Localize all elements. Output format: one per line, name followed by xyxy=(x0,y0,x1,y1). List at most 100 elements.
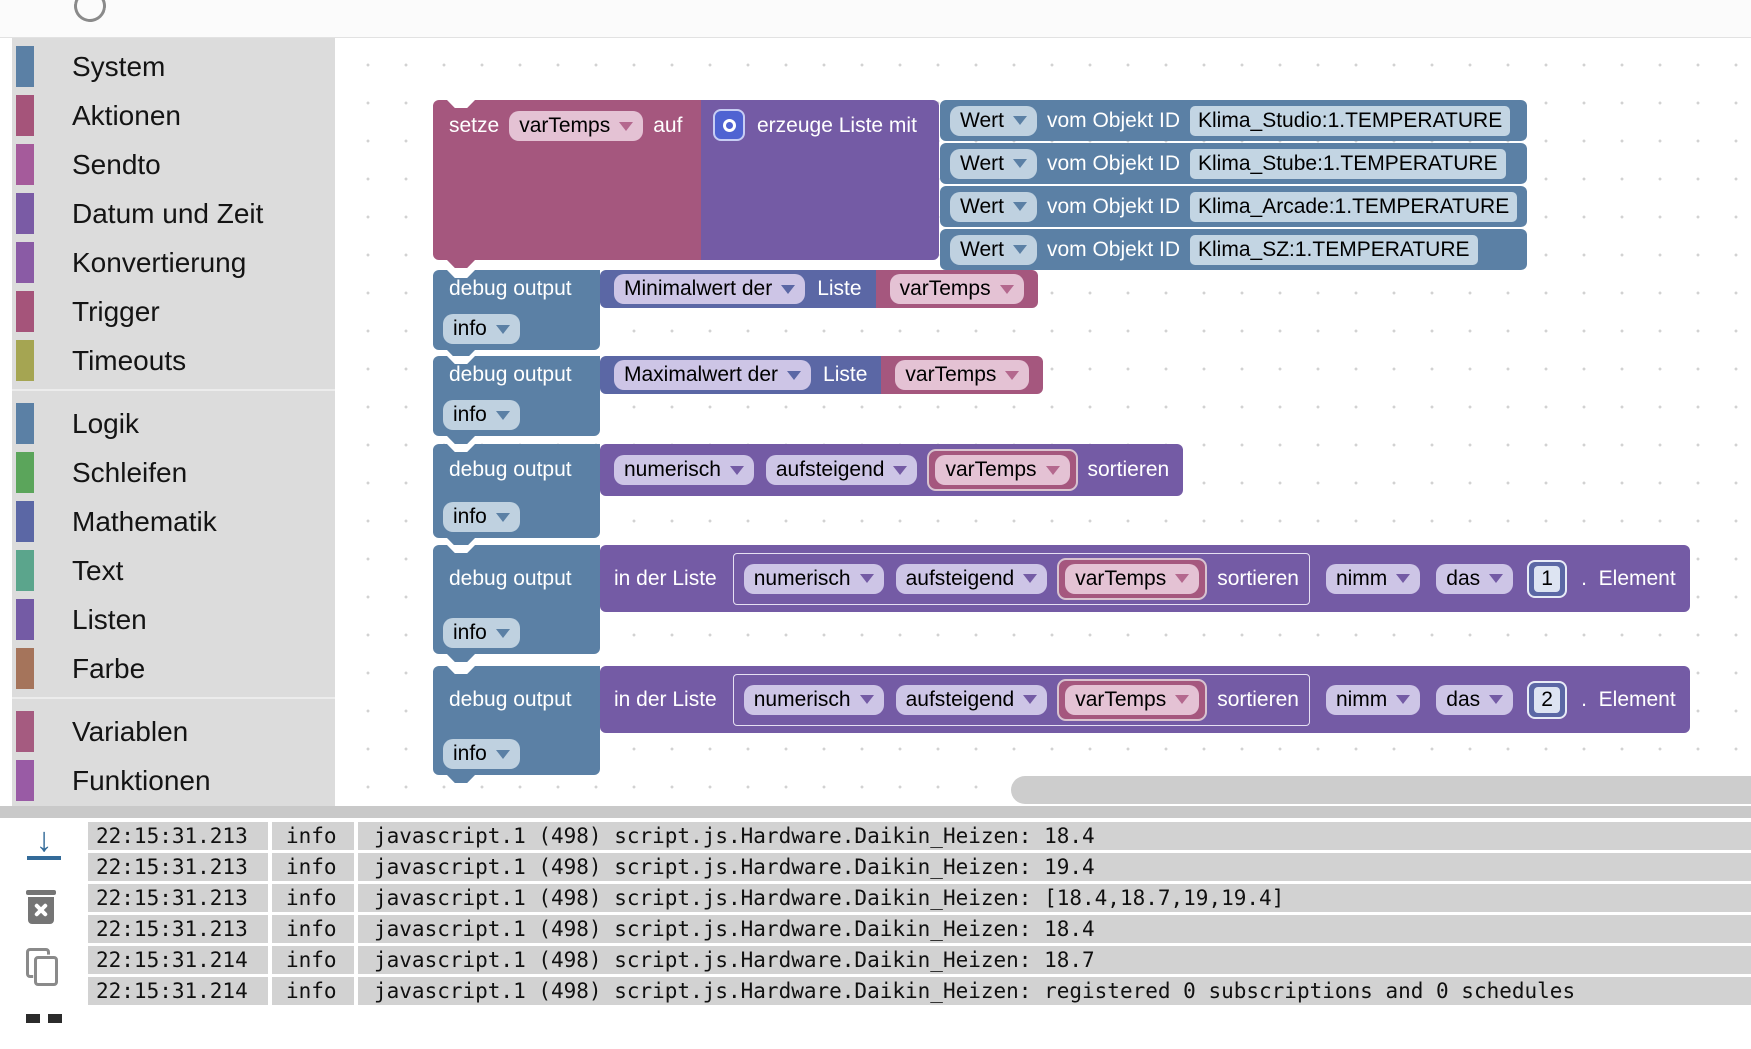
get-value-block[interactable]: Wert vom Objekt ID Klima_SZ:1.TEMPERATUR… xyxy=(940,229,1528,270)
get-value-block[interactable]: Wert vom Objekt ID Klima_Arcade:1.TEMPER… xyxy=(940,186,1528,227)
sort-direction-dropdown[interactable]: aufsteigend xyxy=(765,455,918,485)
download-log-button[interactable]: ↓ xyxy=(26,823,62,860)
toolbox-item-aktionen[interactable]: Aktionen xyxy=(16,95,335,136)
list-get-index-block[interactable]: in der Liste numerisch aufsteigend varTe… xyxy=(600,545,1690,612)
object-id-field[interactable]: Klima_Studio:1.TEMPERATURE xyxy=(1190,105,1511,136)
toolbox-item-text[interactable]: Text xyxy=(16,550,335,591)
toolbox-item-konvertierung[interactable]: Konvertierung xyxy=(16,242,335,283)
object-id-field[interactable]: Klima_SZ:1.TEMPERATURE xyxy=(1190,234,1478,265)
toolbox-item-schleifen[interactable]: Schleifen xyxy=(16,452,335,493)
variable-dropdown[interactable]: varTemps xyxy=(935,455,1070,485)
number-field[interactable]: 2 xyxy=(1534,686,1561,713)
horizontal-scrollbar[interactable] xyxy=(1011,776,1751,804)
list-sort-block[interactable]: numerisch aufsteigend varTemps sortieren xyxy=(732,552,1310,605)
aggregate-dropdown[interactable]: Minimalwert der xyxy=(614,274,806,304)
blockly-toolbox: System Aktionen Sendto Datum und Zeit Ko… xyxy=(12,38,335,810)
wert-dropdown[interactable]: Wert xyxy=(950,234,1037,265)
take-dropdown[interactable]: nimm xyxy=(1325,563,1421,594)
debug-output-label-box[interactable]: debug output xyxy=(433,545,600,612)
sort-direction-dropdown[interactable]: aufsteigend xyxy=(895,563,1048,594)
list-get-index-block[interactable]: in der Liste numerisch aufsteigend varTe… xyxy=(600,666,1690,733)
debug-output-label-box[interactable]: debug output xyxy=(433,270,600,308)
aggregate-dropdown[interactable]: Maximalwert der xyxy=(614,360,812,390)
toolbox-item-datum-und-zeit[interactable]: Datum und Zeit xyxy=(16,193,335,234)
number-block[interactable]: 2 xyxy=(1527,680,1568,719)
variable-get-block[interactable]: varTemps xyxy=(881,356,1044,394)
ordinal-dropdown[interactable]: das xyxy=(1436,684,1514,715)
debug-output-label-box[interactable]: debug output xyxy=(433,444,600,496)
toolbox-item-variablen[interactable]: Variablen xyxy=(16,711,335,752)
category-label: Sendto xyxy=(72,148,161,180)
wert-dropdown[interactable]: Wert xyxy=(950,148,1037,179)
list-aggregate-block[interactable]: Maximalwert der Liste xyxy=(600,356,882,394)
get-value-block[interactable]: Wert vom Objekt ID Klima_Studio:1.TEMPER… xyxy=(940,100,1528,141)
number-block[interactable]: 1 xyxy=(1527,559,1568,598)
object-id-field[interactable]: Klima_Stube:1.TEMPERATURE xyxy=(1190,148,1506,179)
variable-dropdown[interactable]: varTemps xyxy=(895,360,1030,390)
set-variable-block[interactable]: setze varTemps auf erzeuge Liste mit Wer… xyxy=(433,100,1528,270)
variable-get-block[interactable]: varTemps xyxy=(1057,557,1208,600)
debug-output-block[interactable]: debug output in der Liste numerisch aufs… xyxy=(433,545,1690,662)
toolbox-item-farbe[interactable]: Farbe xyxy=(16,648,335,689)
variable-name: varTemps xyxy=(899,277,991,300)
sort-type-dropdown[interactable]: numerisch xyxy=(743,684,884,715)
debug-level-row[interactable]: info xyxy=(433,733,600,783)
clear-log-button[interactable] xyxy=(26,890,56,926)
log-level-dropdown[interactable]: info xyxy=(443,502,520,532)
toolbox-item-timeouts[interactable]: Timeouts xyxy=(16,340,335,381)
sort-direction-dropdown[interactable]: aufsteigend xyxy=(895,684,1048,715)
debug-level-row[interactable]: info xyxy=(433,308,600,358)
log-level-dropdown[interactable]: info xyxy=(443,314,520,344)
variable-dropdown[interactable]: varTemps xyxy=(509,111,644,141)
debug-output-block[interactable]: debug output in der Liste numerisch aufs… xyxy=(433,666,1690,783)
variable-get-block[interactable]: varTemps xyxy=(875,270,1038,308)
wert-dropdown[interactable]: Wert xyxy=(950,105,1037,136)
sort-type-dropdown[interactable]: numerisch xyxy=(743,563,884,594)
debug-output-block[interactable]: debug output Minimalwert der Liste varTe… xyxy=(433,270,1038,358)
ordinal-dropdown[interactable]: das xyxy=(1436,563,1514,594)
set-variable-block-body[interactable]: setze varTemps auf xyxy=(433,100,701,268)
debug-output-label-box[interactable]: debug output xyxy=(433,666,600,733)
debug-output-block[interactable]: debug output Maximalwert der Liste varTe… xyxy=(433,356,1044,444)
sort-type-dropdown[interactable]: numerisch xyxy=(614,455,754,485)
variable-get-block[interactable]: varTemps xyxy=(927,449,1078,491)
log-panel-divider[interactable] xyxy=(0,806,1751,818)
debug-level-row[interactable]: info xyxy=(433,612,600,662)
variable-dropdown[interactable]: varTemps xyxy=(1065,684,1200,715)
list-sort-block[interactable]: numerisch aufsteigend varTemps sortieren xyxy=(732,673,1310,726)
debug-output-block[interactable]: debug output numerisch aufsteigend varTe… xyxy=(433,444,1184,546)
create-list-block[interactable]: erzeuge Liste mit xyxy=(701,100,939,260)
wert-label: Wert xyxy=(960,151,1004,175)
copy-log-button[interactable] xyxy=(26,948,60,988)
mutator-gear-icon[interactable] xyxy=(713,109,745,141)
toolbox-item-logik[interactable]: Logik xyxy=(16,403,335,444)
take-dropdown[interactable]: nimm xyxy=(1325,684,1421,715)
log-level-dropdown[interactable]: info xyxy=(443,739,520,769)
list-aggregate-block[interactable]: Minimalwert der Liste xyxy=(600,270,876,308)
toolbox-item-funktionen[interactable]: Funktionen xyxy=(16,760,335,801)
category-label: Logik xyxy=(72,407,139,439)
list-sort-block[interactable]: numerisch aufsteigend varTemps sortieren xyxy=(600,444,1184,496)
variable-dropdown[interactable]: varTemps xyxy=(889,274,1024,304)
object-id-field[interactable]: Klima_Arcade:1.TEMPERATURE xyxy=(1190,191,1518,222)
toolbox-item-system[interactable]: System xyxy=(16,46,335,87)
ordinal-op: das xyxy=(1446,687,1481,711)
category-color-chip xyxy=(16,711,34,752)
debug-level-row[interactable]: info xyxy=(433,394,600,444)
category-color-chip xyxy=(16,403,34,444)
wert-dropdown[interactable]: Wert xyxy=(950,191,1037,222)
number-field[interactable]: 1 xyxy=(1534,565,1561,592)
get-value-block[interactable]: Wert vom Objekt ID Klima_Stube:1.TEMPERA… xyxy=(940,143,1528,184)
partial-toolbar-icon[interactable] xyxy=(26,1014,62,1023)
toolbox-item-mathematik[interactable]: Mathematik xyxy=(16,501,335,542)
toolbox-item-listen[interactable]: Listen xyxy=(16,599,335,640)
toolbox-item-trigger[interactable]: Trigger xyxy=(16,291,335,332)
log-level-dropdown[interactable]: info xyxy=(443,400,520,430)
log-level-dropdown[interactable]: info xyxy=(443,618,520,648)
toolbox-item-sendto[interactable]: Sendto xyxy=(16,144,335,185)
variable-get-block[interactable]: varTemps xyxy=(1057,678,1208,721)
debug-output-label-box[interactable]: debug output xyxy=(433,356,600,394)
variable-dropdown[interactable]: varTemps xyxy=(1065,563,1200,594)
log-time: 22:15:31.213 xyxy=(88,822,268,850)
debug-level-row[interactable]: info xyxy=(433,496,600,546)
